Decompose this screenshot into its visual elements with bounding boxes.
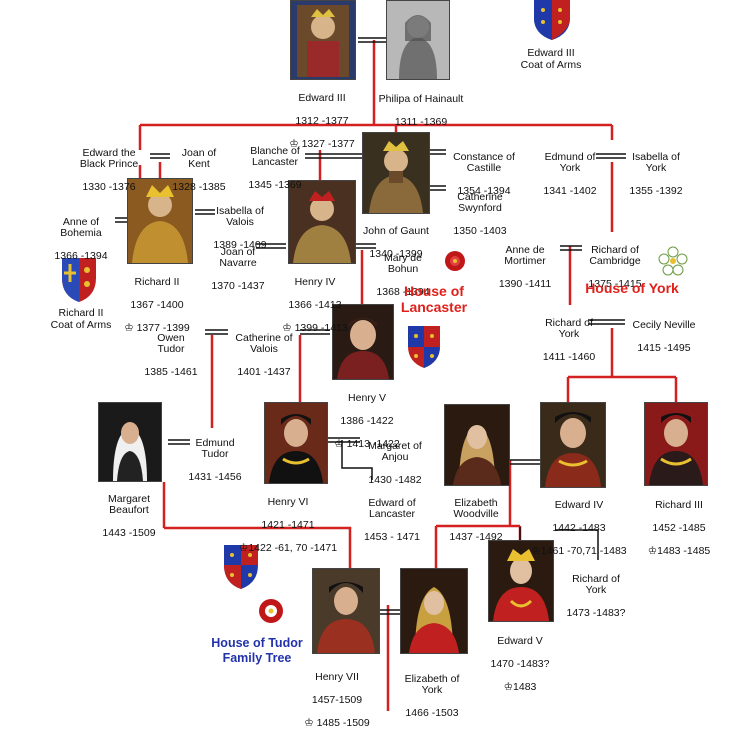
portrait-henry-vi <box>264 402 328 484</box>
house-of-lancaster-label: House of Lancaster <box>400 283 468 315</box>
person-anne-de-mortimer: Anne de Mortimer 1390 -1411 <box>498 243 552 290</box>
person-blanche: Blanche of Lancaster 1345 -1369 <box>248 144 302 191</box>
reign: ♔ 1327 -1377 <box>289 137 355 150</box>
portrait-richard-ii <box>127 178 193 264</box>
portrait-richard-iii <box>644 402 708 486</box>
portrait-elizabeth-woodville <box>444 404 510 486</box>
person-edward-iii: Edward III 1312 -1377 ♔ 1327 -1377 <box>270 81 374 162</box>
person-edward-v: Edward V 1470 -1483? ♔1483 <box>490 634 550 693</box>
person-richard-of-cambridge: Richard of Cambridge 1375 -1415 <box>588 243 642 290</box>
person-henry-vii: Henry VII 1457-1509 ♔ 1485 -1509 <box>304 670 370 729</box>
person-margaret-of-anjou: Margaret of Anjou 1430 -1482 <box>368 439 422 486</box>
person-joan-of-navarre: Joan of Navarre 1370 -1437 <box>211 245 265 292</box>
portrait-elizabeth-of-york <box>400 568 468 654</box>
person-elizabeth-woodville: Elizabeth Woodville 1437 -1492 <box>449 496 503 543</box>
person-richard-of-york-1473: Richard of York 1473 -1483? <box>566 572 626 619</box>
portrait-john-of-gaunt <box>362 132 430 214</box>
lancaster-red-rose-icon <box>444 250 466 272</box>
portrait-henry-vii <box>312 568 380 654</box>
person-constance: Constance of Castille 1354 -1394 <box>453 150 515 197</box>
person-cecily-neville: Cecily Neville 1415 -1495 <box>632 318 696 354</box>
person-joan-of-kent: Joan of Kent 1328 -1385 <box>172 146 226 193</box>
person-richard-of-york: Richard of York 1411 -1460 <box>542 316 596 363</box>
person-philipa: Philipa of Hainault 1311 -1369 <box>378 92 464 128</box>
house-of-york-label: House of York <box>585 280 679 296</box>
lancaster-coat-of-arms-icon <box>406 326 442 368</box>
portrait-edward-iii <box>290 0 356 80</box>
portrait-philipa <box>386 0 450 80</box>
person-edward-iv: Edward IV 1442 -1483 ♔1461 -70,71 -1483 <box>531 498 627 557</box>
richard-ii-coat-of-arms-icon <box>60 258 98 302</box>
person-john-of-gaunt: John of Gaunt 1340 -1399 <box>363 224 429 260</box>
tudor-rose-icon <box>258 598 284 624</box>
person-mary-de-bohun: Mary de Bohun 1368 -1394 <box>376 251 430 298</box>
richard-ii-arms-caption: Richard II Coat of Arms <box>50 307 112 331</box>
person-elizabeth-of-york: Elizabeth of York 1466 -1503 <box>404 672 460 719</box>
house-of-tudor-label: House of Tudor Family Tree <box>211 636 303 665</box>
person-margaret-beaufort: Margaret Beaufort 1443 -1509 <box>102 492 156 539</box>
portrait-margaret-beaufort <box>98 402 162 482</box>
york-white-rose-icon <box>658 246 688 276</box>
person-catherine-swynford: Catherine Swynford 1350 -1403 <box>453 190 507 237</box>
person-henry-iv: Henry IV 1366 -1413 ♔ 1399 -1413 <box>282 275 348 334</box>
tudor-coat-of-arms-icon <box>222 545 260 589</box>
person-richard-iii: Richard III 1452 -1485 ♔1483 -1485 <box>647 498 711 557</box>
edward-iii-coat-of-arms-icon <box>532 0 572 40</box>
portrait-edward-v <box>488 540 554 622</box>
edward-iii-arms-caption: Edward III Coat of Arms <box>520 47 582 71</box>
portrait-henry-iv <box>288 180 356 264</box>
dates: 1312 -1377 <box>295 114 349 127</box>
person-black-prince: Edward the Black Prince 1330 -1376 <box>79 146 139 193</box>
person-edward-of-lancaster: Edward of Lancaster 1453 - 1471 <box>363 496 421 543</box>
portrait-henry-v <box>332 304 394 380</box>
person-isabella-of-valois: Isabella of Valois 1389 -1409 <box>213 204 267 251</box>
person-edmund-of-york: Edmund of York 1341 -1402 <box>543 150 597 197</box>
person-catherine-of-valois: Catherine of Valois 1401 -1437 <box>235 331 293 378</box>
name: Edward III <box>298 91 346 104</box>
person-owen-tudor: Owen Tudor 1385 -1461 <box>144 331 198 378</box>
person-henry-v: Henry V 1386 -1422 ♔ 1413 -1422 <box>334 391 400 450</box>
person-richard-ii: Richard II 1367 -1400 ♔ 1377 -1399 <box>124 275 190 334</box>
family-tree: Edward III 1312 -1377 ♔ 1327 -1377 Phili… <box>50 0 711 728</box>
person-henry-vi: Henry VI 1421 -1471 ♔1422 -61, 70 -1471 <box>238 495 338 554</box>
portrait-edward-iv <box>540 402 606 488</box>
tree-connectors <box>115 37 678 711</box>
person-anne-of-bohemia: Anne of Bohemia 1366 -1394 <box>54 215 108 262</box>
person-isabella-of-york: Isabella of York 1355 -1392 <box>629 150 683 197</box>
person-edmund-tudor: Edmund Tudor 1431 -1456 <box>188 436 242 483</box>
